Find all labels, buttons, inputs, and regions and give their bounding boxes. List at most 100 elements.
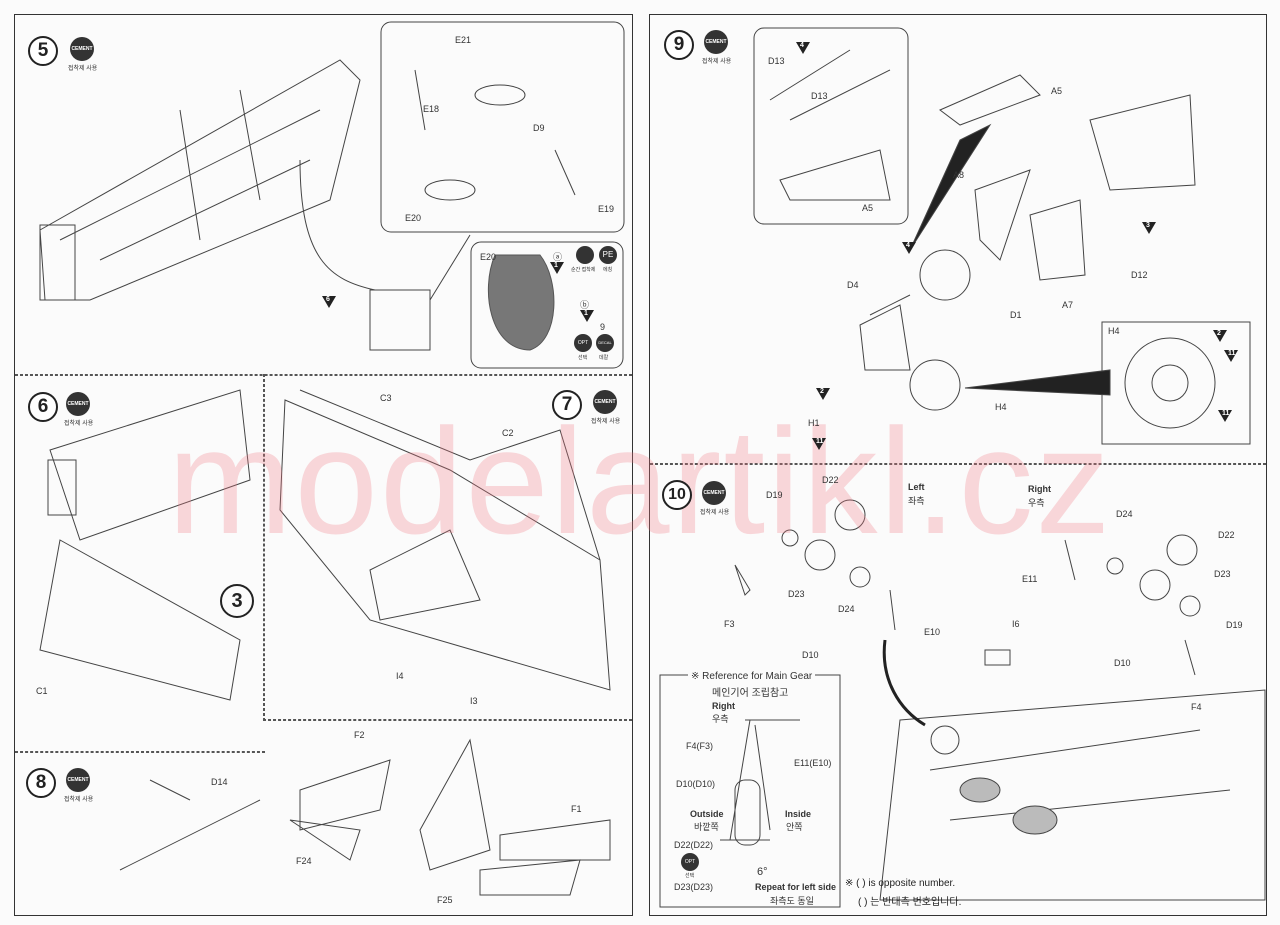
color-callout-icon: 6 <box>322 296 336 308</box>
part-label: D22 <box>822 475 839 485</box>
part-label: I6 <box>1012 619 1020 629</box>
part-label: A5 <box>862 203 874 213</box>
reference-step-3: 3 <box>220 584 254 618</box>
cement-caption: 접착제 사용 <box>700 510 730 516</box>
part-label: E18 <box>423 104 440 114</box>
part-label: F3 <box>724 619 735 629</box>
right-page <box>649 14 1267 916</box>
pe-icon: PE <box>599 246 617 264</box>
cement-icon: CEMENT <box>70 37 94 61</box>
right-side-label-ko: 우측 <box>1028 498 1045 508</box>
part-label: I3 <box>470 696 478 706</box>
color-callout-icon: 2 <box>816 388 830 400</box>
part-label: H4 <box>1108 326 1120 336</box>
inside-label: Inside <box>785 809 812 819</box>
part-label: F24 <box>296 856 312 866</box>
part-label: D23 <box>1214 569 1231 579</box>
detail-part-label: E20 <box>480 252 497 262</box>
cement-caption: 접착제 사용 <box>68 66 98 72</box>
left-page <box>14 14 633 916</box>
part-label: D10 <box>802 650 819 660</box>
opt-caption: 선택 <box>578 355 588 361</box>
part-label: F25 <box>437 895 453 905</box>
part-label: C2 <box>502 428 514 438</box>
repeat-note-ko: 좌측도 동일 <box>770 896 814 906</box>
part-label: D4 <box>847 280 859 290</box>
cement-icon: CEMENT <box>593 390 617 414</box>
reference-label: D23(D23) <box>674 882 714 892</box>
cement-icon: CEMENT <box>66 392 90 416</box>
reference-label: E11(E10) <box>794 758 832 768</box>
part-label: H4 <box>995 402 1007 412</box>
part-label: F2 <box>354 730 365 740</box>
part-label: E20 <box>405 213 422 223</box>
part-label: A5 <box>1051 86 1063 96</box>
part-label: D1 <box>1010 310 1022 320</box>
part-label: D22 <box>1218 530 1235 540</box>
reference-label: D10(D10) <box>676 779 716 789</box>
part-label: C1 <box>36 686 48 696</box>
part-label: D24 <box>838 604 855 614</box>
part-label: D19 <box>1226 620 1243 630</box>
step-divider <box>263 719 632 721</box>
decal-count: 9 <box>600 322 606 332</box>
part-label: D10 <box>1114 658 1131 668</box>
reference-right: Right <box>712 701 735 711</box>
detail-mark-b: ⓑ <box>580 300 590 310</box>
color-callout-icon: 1 <box>580 310 594 322</box>
part-label: D19 <box>766 490 783 500</box>
color-callout-icon: 2 <box>1213 330 1227 342</box>
decal-caption: 데칼 <box>599 355 609 361</box>
part-label: D23 <box>788 589 805 599</box>
cement-caption: 접착제 사용 <box>64 421 94 427</box>
step-number-8: 8 <box>26 768 56 798</box>
pe-caption: 에칭 <box>603 267 613 273</box>
repeat-note: Repeat for left side <box>755 882 837 892</box>
color-callout-icon: 1 <box>550 262 564 274</box>
opt-caption: 선택 <box>685 873 695 879</box>
step-number-10: 10 <box>662 480 692 510</box>
part-label: F1 <box>571 804 582 814</box>
cement-caption: 접착제 사용 <box>591 419 621 425</box>
cement-caption: 접착제 사용 <box>64 797 94 803</box>
part-label: C3 <box>380 393 392 403</box>
part-label: F4 <box>1191 702 1202 712</box>
cement-icon: CEMENT <box>704 30 728 54</box>
color-callout-icon: 4 <box>902 242 916 254</box>
outside-label: Outside <box>690 809 724 819</box>
part-label: H1 <box>808 418 820 428</box>
cement-icon: CEMENT <box>702 481 726 505</box>
left-side-label: Left <box>908 482 925 492</box>
detail-mark-a: ⓐ <box>553 252 563 262</box>
reference-title: ※ Reference for Main Gear <box>688 671 816 682</box>
color-callout-icon: 11 <box>1224 350 1238 362</box>
part-label: E21 <box>455 35 472 45</box>
part-label: A8 <box>953 170 965 180</box>
part-label: E11 <box>1022 574 1038 584</box>
part-label: A7 <box>1062 300 1074 310</box>
cement-icon: CEMENT <box>66 768 90 792</box>
step-number-9: 9 <box>664 30 694 60</box>
super-glue-caption: 순간 접착제 <box>571 267 596 273</box>
reference-right-ko: 우측 <box>712 714 729 724</box>
part-label: E19 <box>598 204 615 214</box>
step-divider <box>15 751 265 753</box>
inside-label-ko: 안쪽 <box>786 822 803 832</box>
reference-label: D22(D22) <box>674 840 714 850</box>
part-label: I4 <box>396 671 404 681</box>
color-callout-icon: 11 <box>812 438 826 450</box>
cement-caption: 접착제 사용 <box>702 59 732 65</box>
part-label: D13 <box>811 91 828 101</box>
opt-icon: OPT <box>681 853 699 871</box>
reference-title-ko: 메인기어 조립참고 <box>712 688 789 699</box>
part-label: E10 <box>924 627 941 637</box>
part-label: D14 <box>211 777 228 787</box>
step-divider <box>650 463 1266 465</box>
decal-icon: DECAL <box>596 334 614 352</box>
color-callout-icon: 3 <box>1142 222 1156 234</box>
step-number-6: 6 <box>28 392 58 422</box>
step-number-5: 5 <box>28 36 58 66</box>
super-glue-icon <box>576 246 594 264</box>
